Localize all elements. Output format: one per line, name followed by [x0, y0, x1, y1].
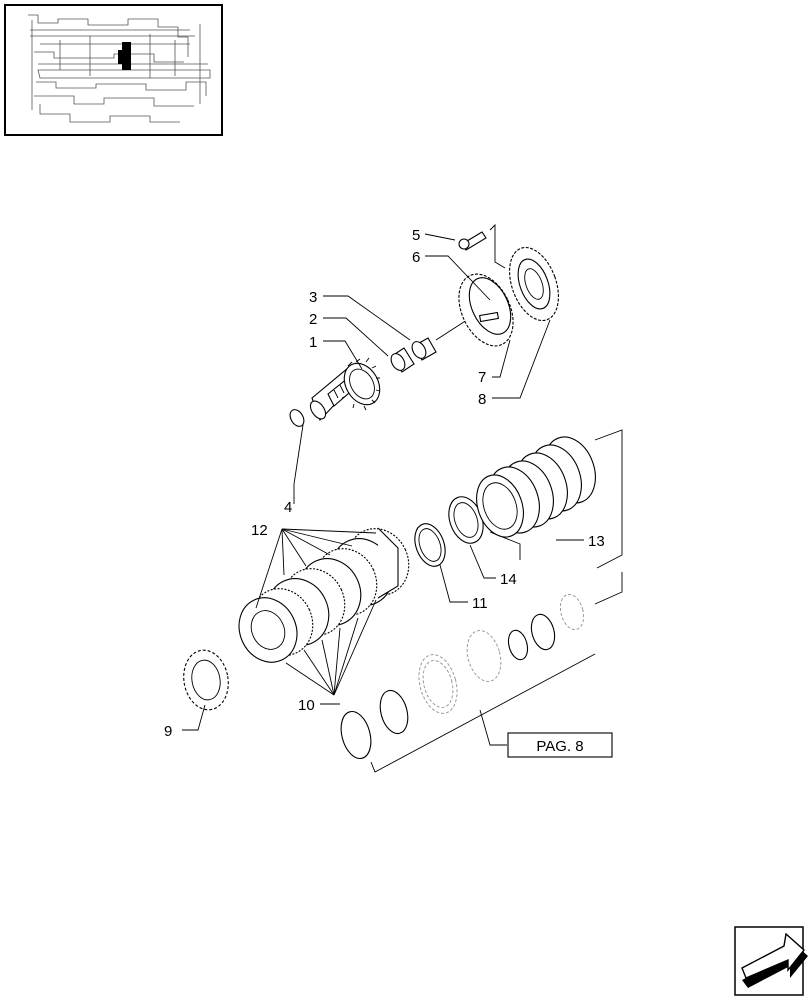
page-reference-box[interactable]: PAG. 8 — [507, 732, 613, 758]
bush-part-2 — [390, 347, 415, 373]
next-page-arrow-icon[interactable] — [734, 926, 808, 996]
callout-11: 11 — [472, 595, 488, 612]
referenced-parts-group — [340, 593, 585, 760]
leader-lines — [182, 233, 584, 746]
clutch-pack-parts-10-12 — [238, 527, 410, 663]
circlip-part-4 — [289, 409, 305, 427]
ring-part-11 — [414, 523, 446, 567]
callout-9: 9 — [164, 723, 172, 740]
callout-12: 12 — [251, 522, 268, 539]
callout-13: 13 — [588, 533, 605, 550]
gear-part-8 — [509, 246, 559, 322]
callout-8: 8 — [478, 391, 486, 408]
bush-part-3 — [411, 337, 437, 361]
callout-6: 6 — [412, 249, 420, 266]
callout-1: 1 — [309, 334, 317, 351]
bolt-part-5 — [458, 231, 487, 251]
callout-2: 2 — [309, 311, 317, 328]
spring-set-part-13 — [476, 436, 596, 538]
page-reference-label: PAG. 8 — [536, 738, 583, 755]
callout-10: 10 — [298, 697, 315, 714]
callout-5: 5 — [412, 227, 420, 244]
callout-7: 7 — [478, 369, 486, 386]
gear-part-7 — [458, 273, 514, 347]
locator-thumbnail — [4, 4, 223, 136]
shaft-part-1 — [309, 357, 381, 422]
callout-4: 4 — [284, 499, 292, 516]
callout-14: 14 — [500, 571, 517, 588]
gear-part-9 — [183, 649, 229, 711]
callout-3: 3 — [309, 289, 317, 306]
